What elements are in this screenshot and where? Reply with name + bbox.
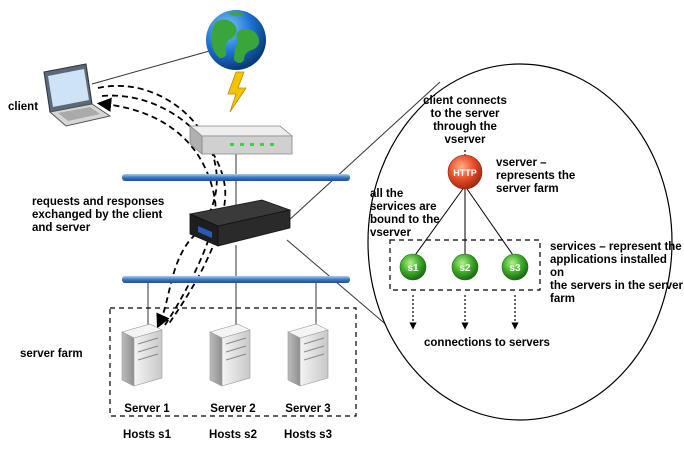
server-1-label: Server 1 Hosts s1 (110, 390, 184, 455)
vserver-label: vserver – represents the server farm (496, 157, 576, 195)
server-icon (121, 323, 163, 387)
laptop-icon (43, 63, 112, 127)
services-box (389, 239, 541, 291)
client-connects-label: client connects to the server through th… (423, 95, 507, 146)
network-bar-bottom (122, 276, 350, 283)
server-2-label: Server 2 Hosts s2 (196, 390, 270, 455)
connections-label: connections to servers (424, 337, 550, 349)
service-node-s2: s2 (451, 253, 479, 281)
router-icon (188, 125, 294, 155)
globe-icon (206, 10, 266, 70)
vserver-node-label: HTTP (453, 168, 477, 178)
server-1-name: Server 1 (124, 403, 170, 415)
server-3-name: Server 3 (285, 403, 331, 415)
service-node-label: s1 (407, 263, 419, 274)
requests-label: requests and responses exchanged by the … (32, 196, 165, 234)
network-bar-top (122, 174, 350, 181)
service-node-circle (451, 253, 479, 281)
lightning-icon (227, 71, 247, 113)
diagram-canvas: HTTP s1 s2 s3 client requests and response… (8, 10, 683, 441)
diagram-svg: HTTP s1 s2 s3 (43, 10, 673, 421)
vserver-node: HTTP (447, 154, 483, 190)
server-farm-label: server farm (20, 348, 83, 360)
request-response-arcs (96, 85, 227, 329)
server-3-label: Server 3 Hosts s3 (271, 390, 345, 455)
service-node-s3: s3 (501, 253, 529, 281)
vserver-detail-ellipse (367, 63, 673, 421)
server-icon (209, 323, 251, 387)
all-services-label: all the services are bound to the vserve… (370, 188, 440, 239)
server-3-hosts: Hosts s3 (284, 429, 332, 441)
server-icon (287, 323, 329, 387)
server-farm-box (109, 307, 357, 417)
service-node-label: s2 (459, 263, 471, 274)
connection-arrows (409, 295, 519, 330)
server-1-hosts: Hosts s1 (123, 429, 171, 441)
service-node-s1: s1 (399, 253, 427, 281)
load-balancer-icon (188, 199, 292, 247)
server-2-hosts: Hosts s2 (209, 429, 257, 441)
service-node-circle (501, 253, 529, 281)
service-nodes: s1 s2 s3 (399, 253, 529, 281)
service-node-label: s3 (509, 263, 521, 274)
binding-lines (412, 185, 516, 259)
client-label: client (8, 101, 39, 113)
service-node-circle (399, 253, 427, 281)
server-2-name: Server 2 (210, 403, 256, 415)
services-label: services – represent the applications in… (550, 241, 683, 305)
